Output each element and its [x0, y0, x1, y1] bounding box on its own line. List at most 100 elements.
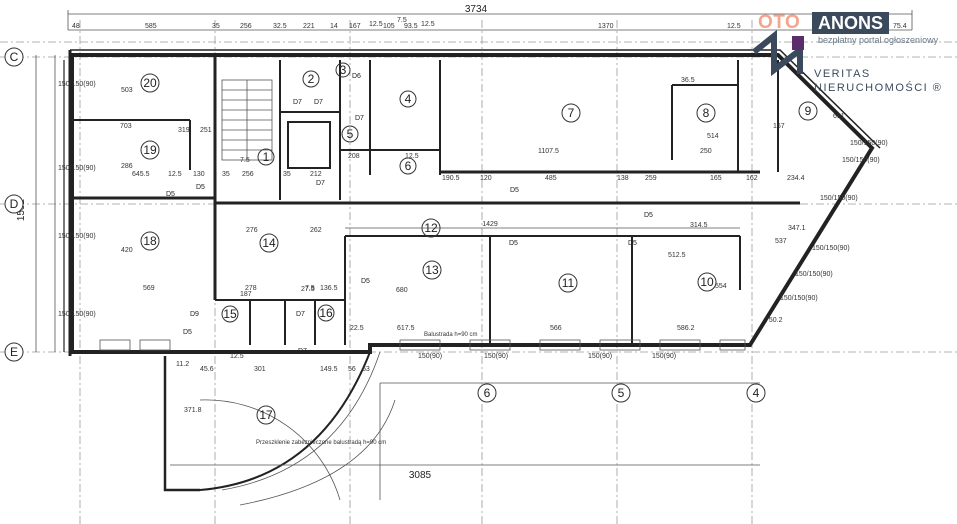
- veritas-subname: NIERUCHOMOŚCI ®: [814, 82, 942, 94]
- room-11: 11: [562, 276, 575, 290]
- dim-label: 187: [240, 291, 252, 298]
- room-20: 20: [143, 76, 157, 90]
- dim-label: 278: [245, 285, 257, 292]
- axis-column-markers: 6 5 4: [477, 383, 766, 403]
- dim-label: 22.5: [350, 325, 364, 332]
- room-16: 16: [319, 306, 333, 320]
- room-9: 9: [805, 104, 812, 118]
- door-label: D7: [314, 99, 323, 106]
- door-label: D5: [361, 278, 370, 285]
- balustrade-note-1: Balustrada h=90 cm: [424, 332, 478, 338]
- dim-label: 221: [303, 23, 315, 30]
- axis-label-e: E: [10, 345, 18, 359]
- dim-label: 63: [362, 366, 370, 373]
- logo-tagline: bezpłatny portal ogłoszeniowy: [818, 35, 939, 45]
- dim-label: 645.5: [132, 171, 150, 178]
- dim-label: 120: [480, 175, 492, 182]
- room-10: 10: [700, 275, 714, 289]
- room-2: 2: [308, 72, 315, 86]
- room-1: 1: [263, 150, 270, 164]
- room-8: 8: [703, 106, 710, 120]
- room-4: 4: [405, 92, 412, 106]
- window-labels: 150/150(90) 150/150(90) 150/150(90) 150/…: [58, 81, 888, 360]
- corridor-length-label: 1429: [482, 221, 498, 228]
- dim-label: 165: [710, 175, 722, 182]
- dim-label: 276: [246, 227, 258, 234]
- dim-label: 35: [222, 171, 230, 178]
- door-labels: D5 D5 D5 D5 D5 D5 D5 D5 D7 D7 D7 D7 D7 D…: [166, 73, 653, 355]
- axis-label-6: 6: [484, 386, 491, 400]
- dim-label: 11.2: [176, 361, 189, 368]
- dim-label: 617.5: [397, 325, 415, 332]
- dim-label: 208: [348, 153, 360, 160]
- room-3: 3: [340, 63, 347, 77]
- dim-label: 256: [240, 23, 252, 30]
- interior-walls: [72, 55, 800, 345]
- door-label: D5: [628, 240, 637, 247]
- outer-walls: [63, 49, 881, 356]
- dim-label: 250: [700, 148, 712, 155]
- dim-label: 371.8: [184, 407, 202, 414]
- window-label: 150/150(90): [58, 81, 96, 88]
- door-label: D5: [510, 187, 519, 194]
- dim-label: 585: [145, 23, 157, 30]
- dim-label: 750.2: [765, 317, 783, 324]
- axis-row-markers: C D E: [4, 47, 24, 362]
- dim-label: 32.5: [273, 23, 287, 30]
- door-label: D7: [293, 99, 302, 106]
- dim-label: 12.5: [405, 153, 419, 160]
- terrace: 3085: [163, 351, 760, 506]
- dim-label: 251: [200, 127, 212, 134]
- window-label: 150/150(90): [58, 311, 96, 318]
- dim-label: 12.5: [727, 23, 741, 30]
- door-label: D7: [355, 115, 364, 122]
- balustrade-note-2: Przeszklenie zabezpieczone balustradą h=…: [256, 440, 386, 446]
- dim-label: 586.2: [677, 325, 695, 332]
- window-label: 150/150(90): [812, 245, 850, 252]
- room-18: 18: [143, 234, 157, 248]
- dim-label: 319: [178, 127, 190, 134]
- registered-mark: ®: [932, 82, 943, 94]
- door-label: D5: [166, 191, 175, 198]
- dim-label: 36.5: [681, 77, 695, 84]
- dim-label: 130: [193, 171, 205, 178]
- dim-label: 212: [310, 171, 322, 178]
- window-label: 150/150(90): [850, 140, 888, 147]
- dim-label: 691: [833, 113, 845, 120]
- window-label: 150/150(90): [58, 233, 96, 240]
- dim-label: 12.5: [230, 353, 244, 360]
- dim-label: 75.4: [893, 23, 907, 30]
- window-label: 150/150(90): [842, 157, 880, 164]
- door-label: D6: [352, 73, 361, 80]
- room-labels: 1 2 3 4 5 6 7 8 9 10 11 12 13 14 15 16 1…: [140, 62, 818, 425]
- door-label: D7: [298, 348, 307, 355]
- total-width-label: 3734: [465, 4, 488, 15]
- dim-label: 12.5: [369, 21, 383, 28]
- axis-label-4: 4: [753, 386, 760, 400]
- dim-label: 12.5: [421, 21, 435, 28]
- dim-label: 105: [383, 23, 395, 30]
- dim-label: 45.6: [200, 366, 214, 373]
- dim-label: 566: [550, 325, 562, 332]
- dim-label: 27.5: [301, 286, 315, 293]
- dim-label: 7.5: [397, 17, 407, 24]
- dim-label: 136.5: [320, 285, 338, 292]
- dim-label: 1107.5: [538, 148, 559, 155]
- dim-label: 703: [120, 123, 132, 130]
- door-label: D5: [196, 184, 205, 191]
- dim-label: 190.5: [442, 175, 460, 182]
- room-7: 7: [568, 106, 575, 120]
- dim-label: 14: [330, 23, 338, 30]
- dim-label: 314.5: [690, 222, 708, 229]
- logo-anons-text: ANONS: [812, 12, 890, 34]
- dim-label: 167: [773, 123, 785, 130]
- door-label: D5: [183, 329, 192, 336]
- window-label: 150/150(90): [780, 295, 818, 302]
- dim-label: 256: [242, 171, 254, 178]
- axis-label-d: D: [10, 197, 19, 211]
- dim-label: 162: [746, 175, 758, 182]
- dim-label: 234.4: [787, 175, 805, 182]
- dim-label: 420: [121, 247, 133, 254]
- veritas-emblem-icon: [752, 30, 804, 77]
